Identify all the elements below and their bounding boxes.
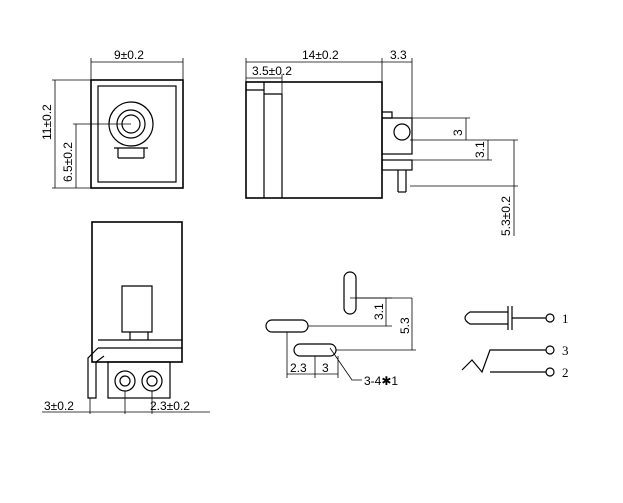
- side-pin-top: [381, 159, 413, 171]
- bottom-slot: [121, 285, 153, 333]
- pad-left: [265, 319, 309, 333]
- dim-pad-h1: 2.3: [290, 361, 307, 375]
- dim-hole-height: 6.5±0.2: [61, 142, 75, 182]
- dim-front-width: 9±0.2: [114, 48, 144, 62]
- pin1-terminal: [545, 313, 555, 323]
- bottom-side-pin: [87, 347, 105, 399]
- dim-pad-slot: 3-4✱1: [364, 374, 398, 388]
- side-body: [245, 81, 383, 199]
- dim-bottom-pin-left: 3±0.2: [44, 399, 74, 413]
- dim-side-length: 14±0.2: [302, 48, 339, 62]
- pad-layout: 3.1 5.3 2.3 3 3-4✱1: [265, 271, 416, 388]
- pin2-terminal: [545, 367, 555, 377]
- pin3-label: 3: [562, 343, 569, 358]
- dim-pad-h2: 3: [322, 361, 329, 375]
- pin1-label: 1: [562, 311, 569, 326]
- dim-pad-v1: 3.1: [372, 303, 386, 320]
- dim-bottom-pin-pitch: 2.3±0.2: [150, 399, 190, 413]
- dim-pin-c: 5.3±0.2: [499, 196, 513, 236]
- bottom-pin-hole-2: [141, 370, 163, 392]
- bottom-pin-block: [107, 361, 171, 399]
- front-inner-frame: [97, 85, 177, 183]
- pad-vertical: [343, 271, 357, 315]
- bottom-view: 3±0.2 2.3±0.2: [42, 221, 210, 414]
- front-body: [90, 79, 184, 189]
- bottom-body: [91, 221, 183, 363]
- side-view: 14±0.2 3.3 3.5±0.2 3 3.1 5.3±0.2: [245, 48, 518, 236]
- bottom-pin-hole-1: [114, 370, 136, 392]
- bottom-pin-2: [146, 375, 158, 387]
- side-tab-hole: [393, 123, 411, 141]
- bottom-pin-1: [119, 375, 131, 387]
- side-notch: [382, 111, 393, 119]
- pin3-terminal: [545, 345, 555, 355]
- pin3-wire: [461, 349, 546, 374]
- dim-pin-a: 3: [451, 129, 465, 136]
- schematic-symbol: 1 3 2: [461, 306, 569, 380]
- pad-bottom: [293, 343, 337, 357]
- dim-pad-v2: 5.3: [398, 317, 412, 334]
- dim-pin-b: 3.1: [473, 141, 487, 158]
- plug-body: [464, 311, 508, 325]
- front-view: 9±0.2 11±0.2 6.5±0.2: [40, 48, 184, 189]
- dim-side-tab: 3.3: [390, 48, 407, 62]
- leader-line: [329, 347, 362, 381]
- dim-front-height: 11±0.2: [40, 104, 54, 140]
- side-tab: [381, 117, 413, 155]
- pin2-label: 2: [562, 365, 569, 380]
- dim-side-inset: 3.5±0.2: [252, 64, 292, 78]
